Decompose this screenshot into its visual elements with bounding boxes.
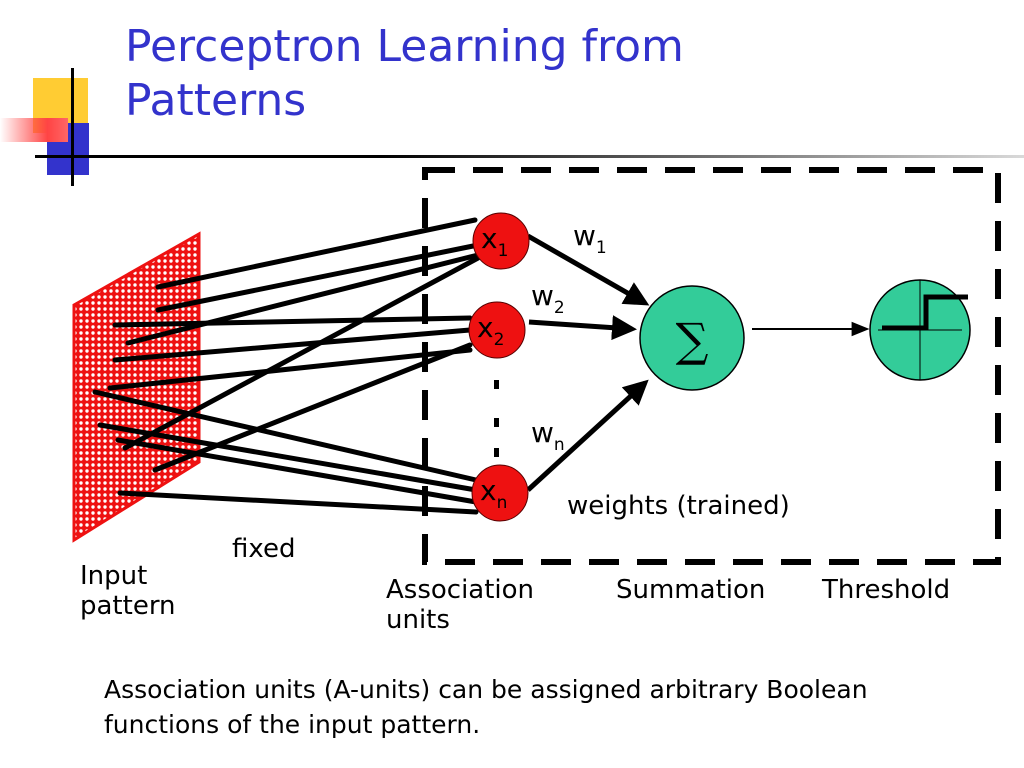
x2-sub: 2 — [494, 330, 505, 350]
fixed-connection — [97, 422, 479, 493]
association-unit-x1: x1 — [472, 212, 530, 270]
input-pattern-line-2: pattern — [80, 591, 176, 621]
weights-trained-label: weights (trained) — [567, 491, 790, 521]
fixed-connection — [117, 490, 479, 515]
weight-arrow-2 — [528, 315, 637, 341]
trained-region-box — [422, 167, 1001, 565]
threshold-label: Threshold — [822, 575, 951, 605]
description-line-2: functions of the input pattern. — [104, 710, 481, 739]
association-units-label: Association units — [386, 575, 534, 635]
weight-label-w2: w2 — [531, 279, 565, 318]
description-text: Association units (A-units) can be assig… — [104, 672, 1019, 742]
fixed-connection — [112, 315, 473, 328]
xn-base: x — [480, 474, 497, 507]
description-line-1: Association units (A-units) can be assig… — [104, 675, 868, 704]
threshold-node — [869, 279, 971, 381]
step-function-icon — [878, 280, 968, 380]
fixed-connection — [107, 347, 473, 391]
page-title: Perceptron Learning from Patterns — [125, 20, 684, 128]
fixed-label: fixed — [232, 534, 296, 564]
summation-icon: ∑ — [676, 313, 709, 367]
association-units-line-1: Association — [386, 575, 535, 605]
svg-text:xn: xn — [480, 474, 507, 513]
fixed-connection — [122, 255, 481, 451]
fixed-connection — [112, 327, 473, 363]
fixed-connection — [152, 342, 473, 473]
title-divider — [35, 155, 1024, 158]
summation-node: ∑ — [639, 285, 745, 391]
input-pattern-line-1: Input — [80, 561, 148, 591]
x1-base: x — [481, 222, 498, 255]
association-units-line-2: units — [386, 605, 450, 635]
weight-arrow-n — [526, 379, 649, 492]
input-pattern-label: Input pattern — [80, 561, 176, 621]
association-unit-xn: xn — [471, 464, 529, 522]
title-line-2: Patterns — [125, 75, 307, 126]
fixed-connection — [155, 242, 481, 313]
summation-label: Summation — [616, 575, 766, 605]
ellipsis-dots — [494, 380, 499, 457]
weight-label-w1: w1 — [573, 219, 607, 258]
decor-vertical-line — [71, 68, 74, 186]
x2-base: x — [477, 311, 494, 344]
weight-label-wn: wn — [531, 416, 565, 455]
x1-sub: 1 — [498, 241, 509, 261]
decor-red-bar — [0, 118, 68, 142]
title-line-1: Perceptron Learning from — [125, 21, 684, 72]
xn-sub: n — [497, 493, 508, 513]
fixed-connection — [125, 252, 481, 346]
svg-text:x2: x2 — [477, 311, 504, 350]
svg-text:x1: x1 — [481, 222, 508, 261]
fixed-connection — [92, 389, 479, 483]
weight-arrow-1 — [526, 233, 650, 306]
fixed-connections — [92, 217, 481, 515]
association-unit-x2: x2 — [468, 301, 526, 359]
fixed-connection — [155, 217, 478, 290]
fixed-connection — [115, 437, 479, 505]
